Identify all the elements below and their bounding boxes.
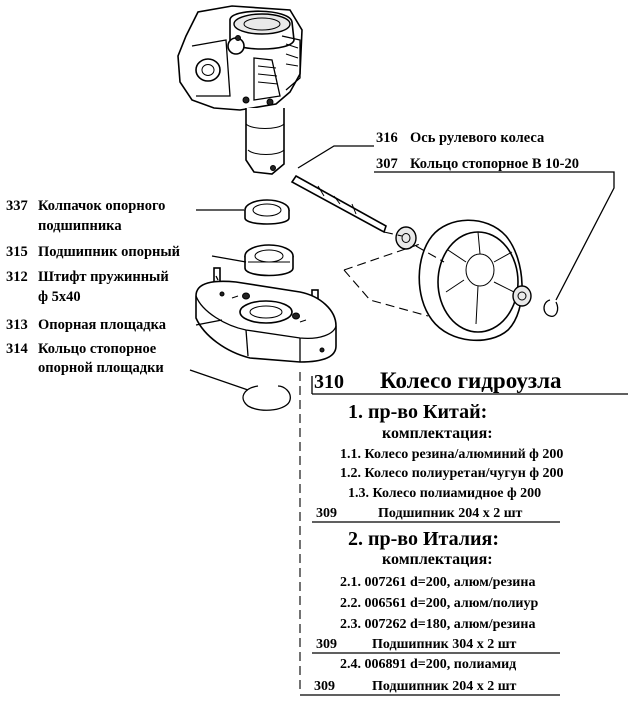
callout-337-number: 337 — [6, 198, 28, 214]
thrust-bearing-drawing — [244, 244, 294, 277]
section2-bearing-b-label: Подшипник 204 х 2 шт — [372, 679, 517, 694]
section2-subheading: комплектация: — [382, 551, 493, 568]
section2-item-2: 2.2. 006561 d=200, алюм/полиур — [340, 596, 538, 611]
callout-307-label: Кольцо стопорное В 10-20 — [410, 156, 579, 172]
section2-heading: 2. пр-во Италия: — [348, 528, 499, 550]
callout-312-label-1: Штифт пружинный — [38, 269, 169, 285]
callout-314-label-2: опорной площадки — [38, 360, 164, 376]
bearing-cap-drawing — [244, 199, 290, 225]
callout-312-number: 312 — [6, 269, 28, 285]
section2-item-4: 2.4. 006891 d=200, полиамид — [340, 657, 516, 672]
section2-bearing-b-number: 309 — [314, 679, 335, 694]
section1-subheading: комплектация: — [382, 425, 493, 442]
hydraulic-housing-drawing — [177, 5, 303, 175]
callout-316-number: 316 — [376, 130, 398, 146]
callout-307-number: 307 — [376, 156, 398, 172]
platform-retaining-ring — [242, 385, 291, 411]
section2-bearing-a-number: 309 — [316, 637, 337, 652]
section1-item-2: 1.2. Колесо полиуретан/чугун ф 200 — [340, 466, 564, 481]
callout-313-number: 313 — [6, 317, 28, 333]
callout-315-number: 315 — [6, 244, 28, 260]
callout-314-label-1: Кольцо стопорное — [38, 341, 157, 357]
wheel-drawing — [418, 219, 559, 342]
leader-lines — [189, 145, 615, 391]
section1-bearing-number: 309 — [316, 506, 337, 521]
wheel-spec-table: 310 Колесо гидроузла 1. пр-во Китай: ком… — [300, 368, 628, 696]
support-platform-drawing — [195, 280, 337, 363]
callout-337-label-1: Колпачок опорного — [38, 198, 165, 214]
wheel-title: Колесо гидроузла — [380, 368, 562, 393]
section2-bearing-a-label: Подшипник 304 х 2 шт — [372, 637, 517, 652]
section2-item-1: 2.1. 007261 d=200, алюм/резина — [340, 575, 535, 590]
wheel-part-number: 310 — [314, 371, 344, 393]
section1-item-3: 1.3. Колесо полиамидное ф 200 — [348, 486, 541, 501]
callout-314-number: 314 — [6, 341, 28, 357]
section2-item-3: 2.3. 007262 d=180, алюм/резина — [340, 617, 535, 632]
section1-heading: 1. пр-во Китай: — [348, 401, 487, 423]
steering-axle-drawing — [290, 174, 417, 250]
section1-bearing-label: Подшипник 204 х 2 шт — [378, 506, 523, 521]
callout-316-label: Ось рулевого колеса — [410, 130, 545, 146]
callout-313-label: Опорная площадка — [38, 317, 167, 333]
callout-337-label-2: подшипника — [38, 218, 122, 234]
section1-item-1: 1.1. Колесо резина/алюминий ф 200 — [340, 447, 563, 462]
callout-312-label-2: ф 5х40 — [38, 289, 81, 305]
callout-315-label: Подшипник опорный — [38, 244, 180, 260]
